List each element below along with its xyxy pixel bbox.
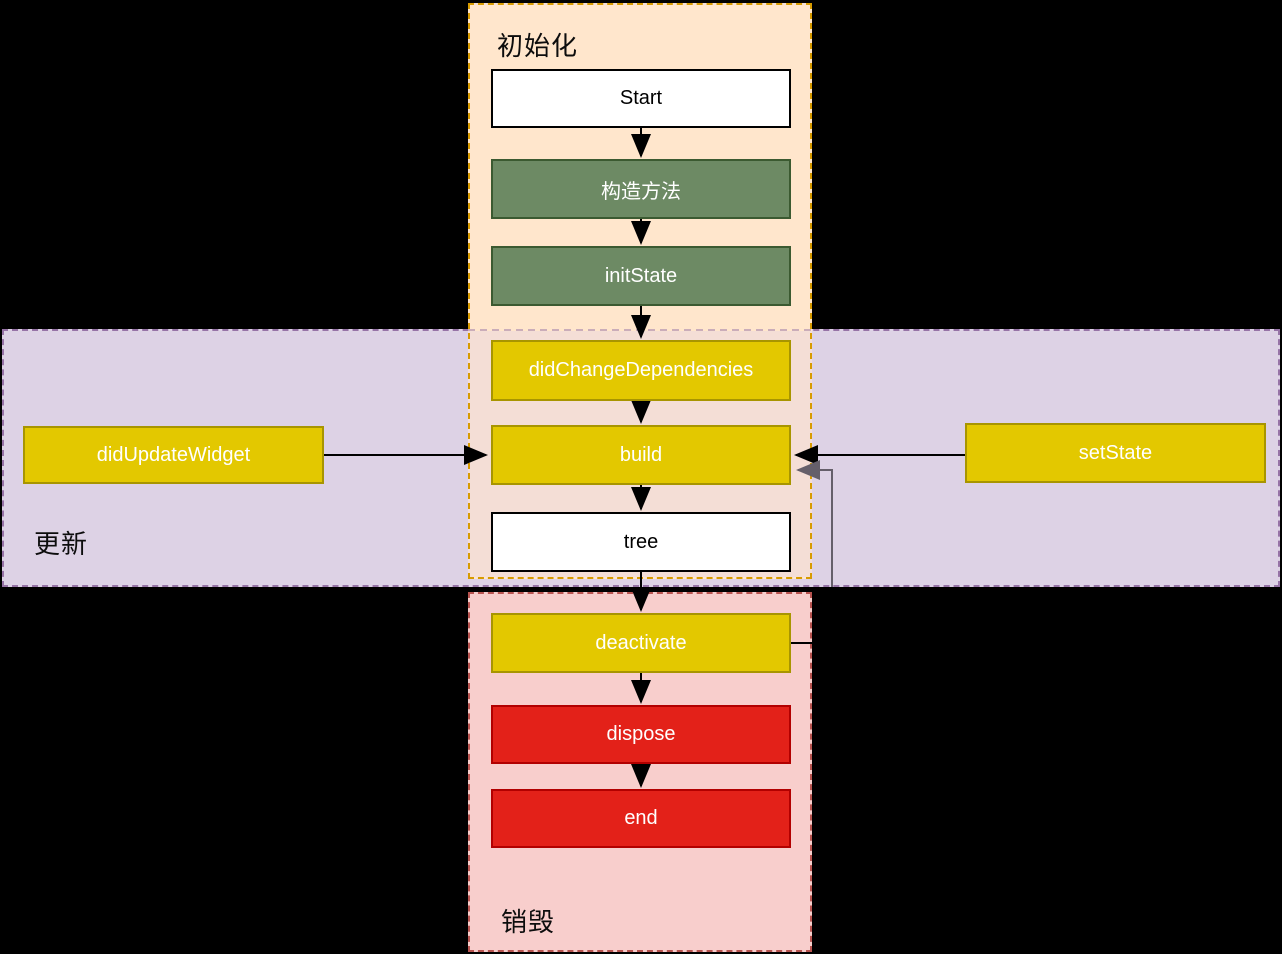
node-didupdatewidget: didUpdateWidget — [23, 426, 324, 484]
region-init-label: 初始化 — [497, 31, 579, 61]
node-end: end — [491, 789, 791, 848]
node-didchangedependencies: didChangeDependencies — [491, 340, 791, 401]
node-initstate: initState — [491, 246, 791, 306]
region-destroy-label: 销毁 — [501, 907, 556, 937]
node-build: build — [491, 425, 791, 485]
node-setstate: setState — [965, 423, 1266, 483]
node-constructor: 构造方法 — [491, 159, 791, 219]
node-tree: tree — [491, 512, 791, 572]
region-update-label: 更新 — [34, 529, 89, 559]
node-deactivate: deactivate — [491, 613, 791, 673]
node-start: Start — [491, 69, 791, 128]
node-dispose: dispose — [491, 705, 791, 764]
